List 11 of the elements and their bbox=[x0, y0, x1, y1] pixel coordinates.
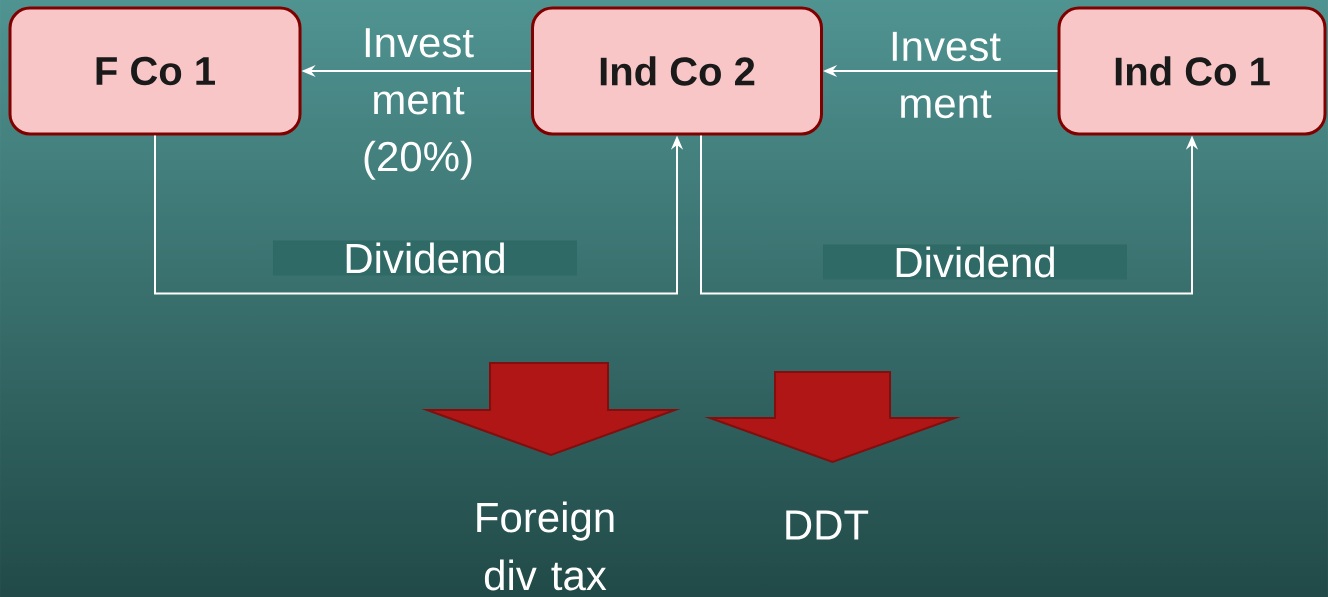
edge-label: Invest ment (20%) bbox=[364, 28, 474, 180]
arrow-caption: DDT bbox=[786, 510, 869, 540]
edge-label: Invest ment bbox=[892, 31, 1001, 119]
arrow-caption: Foreign div tax bbox=[477, 501, 614, 591]
company-box: Ind Co 1 bbox=[1057, 6, 1327, 136]
block-arrow bbox=[704, 371, 961, 464]
edge-label: Dividend bbox=[273, 240, 577, 276]
company-box: F Co 1 bbox=[8, 6, 302, 136]
block-arrow bbox=[421, 362, 681, 457]
company-box: Ind Co 2 bbox=[531, 6, 823, 136]
edge-label: Dividend bbox=[823, 244, 1127, 280]
